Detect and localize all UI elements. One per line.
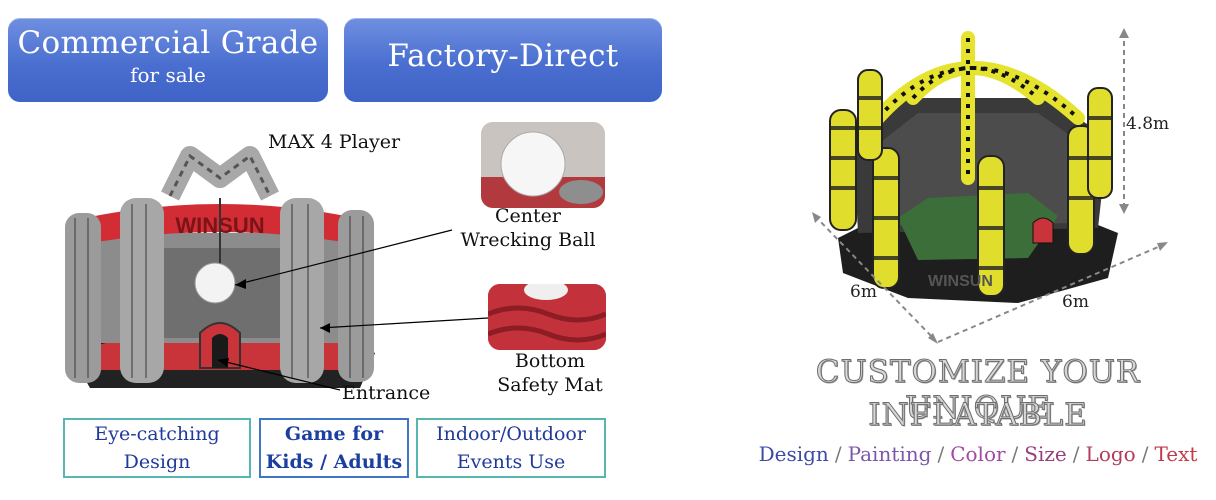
option-separator: /: [1011, 442, 1019, 466]
commercial-grade-banner: Commercial Grade for sale: [8, 18, 328, 102]
width-dimension-label-2: 6m: [1062, 292, 1089, 312]
yellow-striped-inflatable-image: WINSUN: [829, 31, 1118, 303]
safety-mat-thumbnail: [488, 284, 606, 350]
option-design: Design: [758, 442, 829, 466]
feature-line1: Eye-catching: [94, 423, 220, 445]
entrance-label: Entrance: [342, 382, 431, 404]
option-color: Color: [950, 442, 1006, 466]
width-dimension-label-1: 6m: [850, 282, 877, 302]
feature-line2: Kids / Adults: [265, 451, 403, 473]
option-size: Size: [1024, 442, 1067, 466]
dimension-lines: [812, 28, 1168, 344]
svg-text:WINSUN: WINSUN: [928, 273, 993, 290]
option-logo: Logo: [1085, 442, 1136, 466]
option-painting: Painting: [847, 442, 932, 466]
feature-line2: Events Use: [456, 451, 566, 473]
wrecking-ball-thumbnail: [481, 122, 605, 208]
bottom-label-line1: Bottom: [514, 350, 586, 372]
feature-game-for-kids-adults: Game for Kids / Adults: [259, 418, 409, 478]
center-label-line1: Center: [495, 205, 561, 227]
for-sale-subtitle: for sale: [130, 63, 206, 87]
feature-line1: Game for: [284, 423, 384, 445]
factory-direct-banner: Factory-Direct: [344, 18, 662, 102]
option-text: Text: [1154, 442, 1198, 466]
option-separator: /: [1072, 442, 1080, 466]
center-wrecking-ball-label: Center Wrecking Ball: [448, 205, 608, 253]
bottom-safety-mat-label: Bottom Safety Mat: [488, 350, 612, 398]
feature-line2: Design: [123, 451, 191, 473]
option-separator: /: [834, 442, 842, 466]
max-player-label: MAX 4 Player: [268, 131, 401, 153]
customize-heading-line1: CUSTOMIZE YOUR UNIQUE: [815, 354, 1141, 427]
option-separator: /: [1141, 442, 1149, 466]
feature-eye-catching-design: Eye-catching Design: [63, 418, 251, 478]
commercial-grade-title: Commercial Grade: [17, 25, 319, 61]
height-dimension-label: 4.8m: [1126, 114, 1170, 134]
feature-indoor-outdoor-events: Indoor/Outdoor Events Use: [416, 418, 606, 478]
factory-direct-title: Factory-Direct: [387, 38, 619, 74]
callout-lines: [217, 229, 489, 391]
bottom-label-line2: Safety Mat: [497, 373, 603, 396]
customization-options: Design/Painting/Color/Size/Logo/Text: [740, 442, 1216, 466]
center-label-line2: Wrecking Ball: [460, 228, 596, 251]
option-separator: /: [937, 442, 945, 466]
customize-heading-line2: INFLATABLE: [868, 397, 1088, 434]
feature-line1: Indoor/Outdoor: [436, 423, 586, 445]
